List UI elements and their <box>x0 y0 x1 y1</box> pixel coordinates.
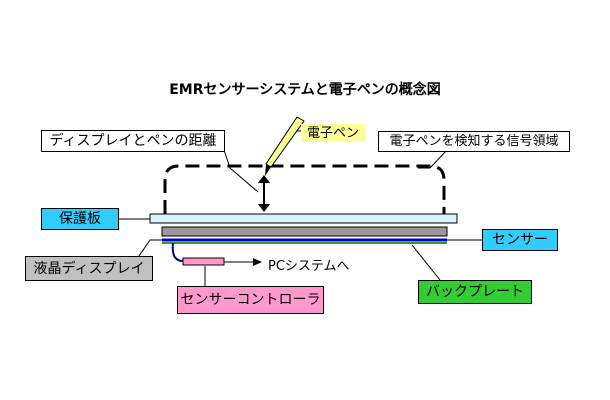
pen-body <box>265 116 305 168</box>
distance-arrowhead-bottom <box>258 204 270 212</box>
signal-area-label: 電子ペンを検知する信号領域 <box>378 131 570 152</box>
pen-tip <box>265 164 271 176</box>
protective-plate-label: 保護板 <box>41 208 119 230</box>
pen-label: 電子ペン <box>301 124 365 142</box>
backplate-label: バックプレート <box>418 280 532 304</box>
distance-arrowhead-top <box>258 175 270 183</box>
backplate-leader <box>411 244 441 281</box>
lcd-leader <box>138 239 162 257</box>
controller-connection <box>171 242 184 262</box>
controller-chip <box>182 257 225 266</box>
sensor-label: センサー <box>482 229 558 251</box>
sensor-controller-label: センサーコントローラ <box>177 286 324 314</box>
distance-label: ディスプレイとペンの距離 <box>41 130 225 152</box>
diagram-title: EMRセンサーシステムと電子ペンの概念図 <box>169 82 441 98</box>
distance-leader <box>223 149 259 193</box>
protective-plate-layer <box>149 213 458 224</box>
signal-area-leader <box>418 149 448 169</box>
electronic-pen <box>265 116 305 176</box>
pc-connection-arrowhead <box>253 258 262 266</box>
lcd-layer <box>161 226 448 237</box>
signal-area-boundary <box>163 164 446 214</box>
lcd-label: 液晶ディスプレイ <box>25 256 153 281</box>
pc-system-label: PCシステムへ <box>268 259 350 274</box>
